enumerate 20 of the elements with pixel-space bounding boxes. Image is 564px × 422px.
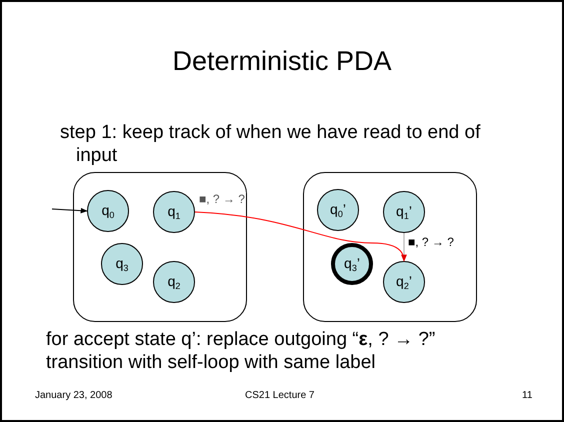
body-text: step 1: keep track of when we have read to end of input [60,122,482,168]
state-circle: q$_{2}$ [153,261,195,303]
footer-text: January 23, 2008 [35,390,112,401]
state-circle: q$_{1}$’ [383,191,425,233]
state-circle: q$_{3}$ [101,243,143,285]
edge-label: ■, ? → ? [198,192,246,206]
state-circle: q$_{0}$’ [317,189,359,231]
footer-text: CS21 Lecture 7 [245,390,314,401]
state-circle: q$_{2}$’ [383,261,425,303]
state-circle: q$_{1}$ [153,191,195,233]
footer-text: 11 [522,390,532,401]
arrow [401,232,407,262]
accept-state-circle: q$_{3}$’ [331,243,373,285]
state-group-box [73,172,247,322]
state-group-box [303,172,477,322]
arrow [52,208,88,214]
edge-label: ■, ? → ? [407,235,455,249]
body-text: for accept state q’: replace outgoing “ε, ? → ?” transition with self-loop with same label [46,329,436,375]
slide-title: Deterministic PDA [171,46,393,77]
state-circle: q$_{0}$ [87,190,129,232]
